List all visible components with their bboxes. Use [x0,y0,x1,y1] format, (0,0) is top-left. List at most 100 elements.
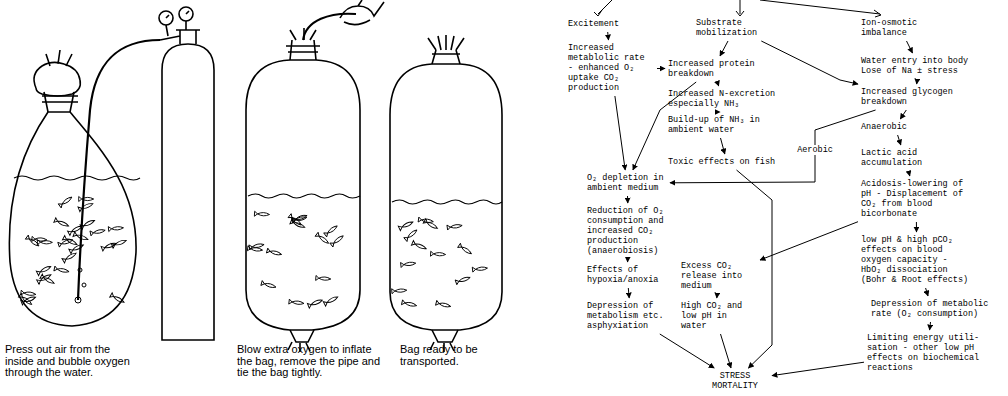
flow-step: Increased glycogen breakdown [860,86,970,108]
flow-arrow [900,110,906,119]
fish [316,275,331,281]
fish-outline [58,237,74,247]
fish [324,224,339,237]
flow-step: Depression of metabolic rate (O₂ consump… [870,298,994,320]
fish [21,295,37,305]
fish-outline [289,299,304,306]
fish-outline [292,213,308,222]
fish-outline [307,298,323,308]
fish-outline [392,288,407,294]
fish-group [18,195,487,309]
water-line [392,200,502,204]
fish-outline [80,218,96,229]
hand [34,50,80,96]
flow-step: low pH & high pCO₂ effects on blood oxyg… [860,234,974,286]
flow-step: High CO₂ and low pH in water [680,300,750,332]
flow-arrow [615,96,625,170]
flow-arrow [916,79,918,84]
fish-outline [323,295,339,306]
fish-outline [254,211,269,217]
fish-outline [266,248,282,257]
flow-arrow [926,288,928,296]
edge-label: Aerobic [796,145,834,155]
step-text: Effects of hypoxia/anoxia [587,265,667,285]
fish-outline [401,261,416,268]
flow-arrow [721,138,725,154]
fish-outline [21,290,36,297]
step-text: Excess CO₂ release into medium [681,261,757,291]
flow-step: Excess CO₂ release into medium [680,260,758,292]
fish-outline [79,197,94,202]
fish [418,217,434,224]
flow-arrow [916,222,917,232]
fish [62,251,77,263]
fish [36,264,52,275]
fish [78,201,94,211]
fish [455,275,471,285]
flow-step: Substrate mobilization [695,17,775,39]
step-text: Excitement [568,19,646,29]
flow-arrow [721,334,732,368]
step-text: Increased metablolic rate - enhanced O₂ … [568,43,654,93]
fish [398,220,414,231]
fish [436,300,452,308]
bag-neck [286,28,320,60]
step-text: Build-up of NH₃ in ambient water [668,115,766,135]
step-caption: Blow extra oxygen to inflate the bag, re… [237,344,389,379]
fish-outline [472,266,487,273]
fish [401,261,416,268]
flow-arrow [607,32,609,40]
arrowhead [594,10,881,17]
bubbles [75,268,86,303]
fish [430,251,445,257]
plastic-bag [9,112,136,326]
fish-outline [21,295,37,305]
fish-outline [90,228,106,236]
fish [54,266,70,274]
flow-step: O₂ depletion in ambient medium [586,172,668,194]
flow-step: Ion-osmotic imbalance [860,17,940,39]
flow-arrow [716,294,717,298]
fish [392,288,407,294]
fish-outline [455,275,471,285]
fish-outline [436,300,452,308]
flow-step: Water entry into body Lose of Na ± stres… [860,55,978,77]
flow-step: Build-up of NH₃ in ambient water [667,114,767,136]
flow-arrow [761,41,858,84]
fish [80,218,96,229]
step-text: Toxic effects on fish [668,157,786,167]
step-text: Limiting energy utili- sation - other lo… [867,333,987,373]
oxygen-cylinder [162,44,214,340]
flow-arrow [929,322,931,330]
fish-outline [261,281,277,290]
fish [401,300,417,308]
step-text: High CO₂ and low pH in water [681,301,749,331]
fish [292,215,308,223]
step-text: low pH & high pCO₂ effects on blood oxyg… [861,235,973,285]
fish [101,241,117,251]
water-line [14,176,140,180]
fish [472,266,487,273]
flow-step: Increased N-excretion especially NH₃ [667,88,779,110]
flow-arrow [720,41,728,56]
fish [307,298,323,308]
fish-outline [404,228,419,241]
fish [315,232,330,245]
fish-outline [36,264,52,275]
fish-outline [458,243,473,256]
fish [79,197,94,202]
step-text: Reduction of O₂ consumption and increase… [587,206,671,256]
top-knot [428,35,464,64]
fish [58,237,74,247]
fish [40,274,56,286]
oxygen-hose [78,40,160,300]
fish-outline [292,215,308,223]
flow-arrow [909,171,910,176]
flow-arrow [737,170,773,368]
fish-outline [78,201,94,211]
gauge-stem [166,11,189,36]
flow-arrow [628,288,630,298]
fish [292,213,308,222]
